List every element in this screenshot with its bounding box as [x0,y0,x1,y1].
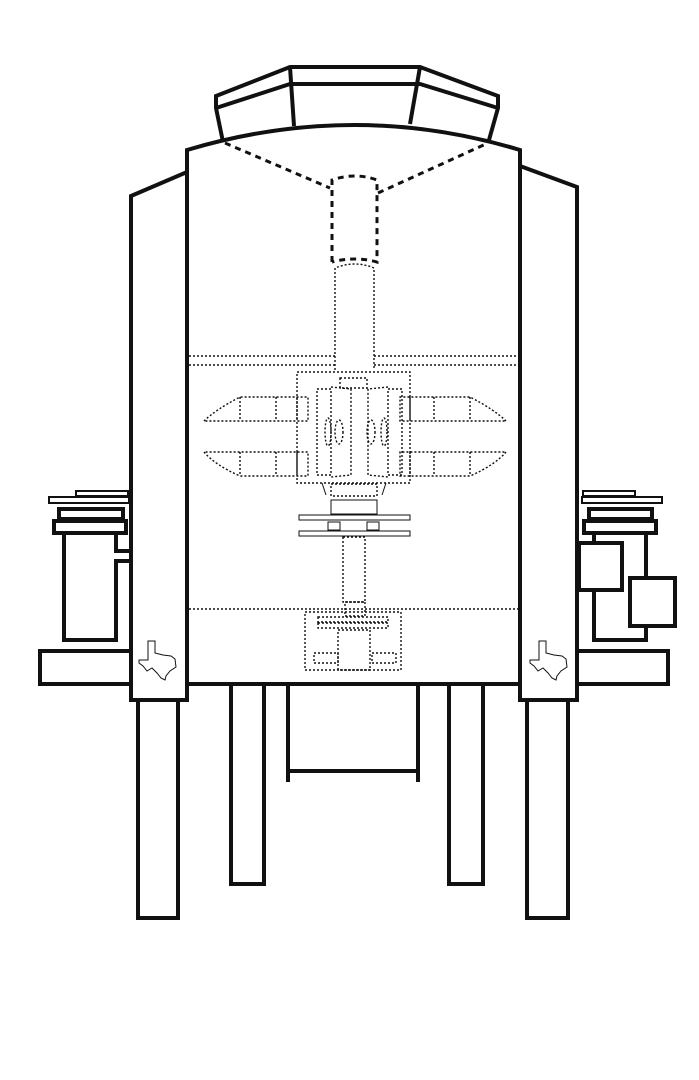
left-outer-leg [136,696,180,920]
right-base-block [575,649,670,686]
left-base-block [38,649,134,686]
rotor-arms [202,396,508,477]
legs [136,681,570,920]
shaft-tube [334,263,375,370]
right-column [518,163,579,702]
left-inner-leg [229,681,266,886]
left-tank [48,490,131,642]
texas-state-icon [529,640,568,681]
internal-hidden-lines [189,141,518,671]
left-column [129,168,189,702]
right-inner-leg [447,681,485,886]
upper-duct [330,174,379,264]
center-frame [286,684,420,782]
right-tank [577,490,677,642]
right-tank-box-lower [628,576,677,628]
main-housing [185,123,522,686]
texas-state-icon [138,640,177,681]
top-cap [214,65,500,143]
right-outer-leg [525,696,570,920]
right-tank-box-upper [577,541,624,592]
